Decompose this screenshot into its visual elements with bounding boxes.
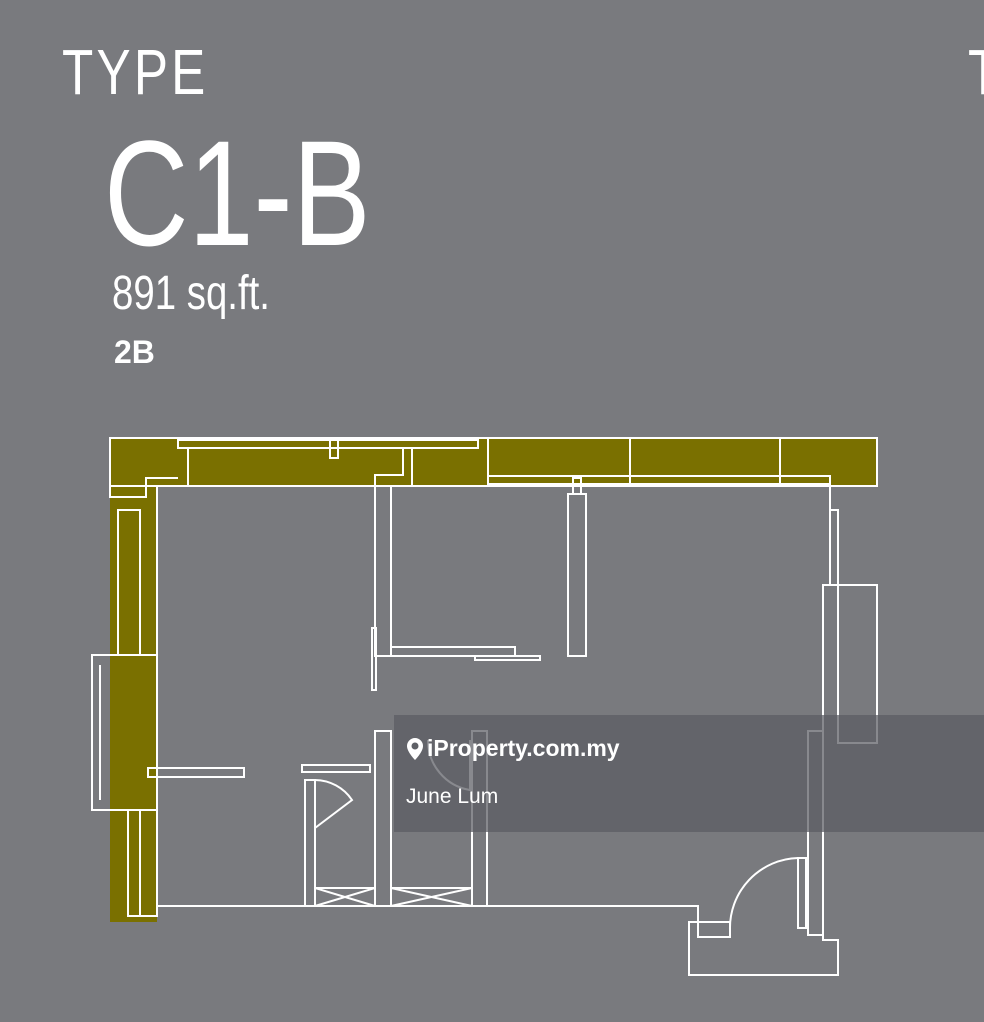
unit-code: C1-B (104, 109, 371, 277)
type-label: TYPE (62, 36, 209, 108)
walls (91, 437, 878, 976)
location-pin-icon (407, 737, 423, 760)
unit-area: 891 sq.ft. (112, 267, 270, 320)
balcony-areas (110, 438, 877, 922)
bedroom-count: 2B (114, 334, 155, 370)
watermark-site: iProperty.com.my (427, 735, 620, 761)
watermark-logo: iProperty.com.my (406, 735, 620, 762)
watermark-agent: June Lum (406, 785, 499, 808)
next-type-label-cut: T (968, 40, 984, 104)
watermark-overlay: iProperty.com.my June Lum (394, 715, 984, 832)
